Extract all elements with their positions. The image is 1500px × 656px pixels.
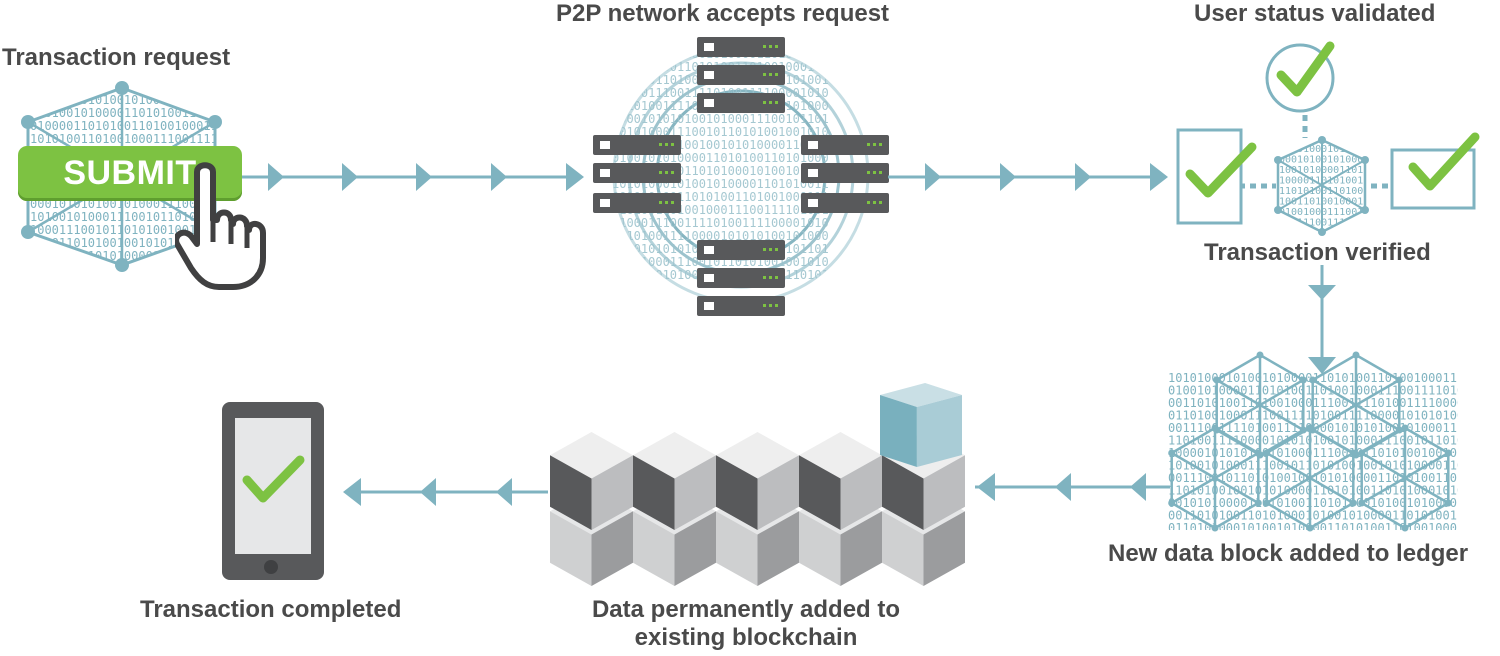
- hand-pointer-icon: [175, 162, 266, 290]
- label-data-permanently-added: Data permanently added to existing block…: [560, 596, 932, 652]
- block-cube: [799, 432, 882, 530]
- label-transaction-verified: Transaction verified: [1204, 239, 1431, 266]
- validation-node: 1010100010100100010100101000100101000011…: [1176, 41, 1480, 236]
- block-cube: [716, 432, 799, 530]
- server-unit: [801, 135, 889, 155]
- block-cube: [633, 432, 716, 530]
- server-unit: [697, 240, 785, 260]
- label-transaction-request: Transaction request: [2, 44, 231, 71]
- label-user-status: User status validated: [1194, 0, 1436, 27]
- arrow-p2p-to-validation: [888, 163, 1168, 191]
- label-line: existing blockchain: [634, 624, 858, 651]
- check-icon: [1276, 41, 1335, 97]
- arrow-request-to-p2p: [242, 163, 584, 191]
- arrow-block-to-chain: [975, 473, 1170, 501]
- server-unit: [697, 296, 785, 316]
- arrow-verified-to-block: [1308, 265, 1336, 374]
- server-unit: [593, 163, 681, 183]
- label-line: Data permanently added to: [591, 596, 901, 623]
- server-unit: [801, 163, 889, 183]
- p2p-network-node: 1010100010100101000011010100110010100001…: [593, 37, 889, 316]
- phone-icon: [222, 402, 324, 580]
- server-unit: [801, 193, 889, 213]
- label-p2p-network: P2P network accepts request: [556, 0, 890, 27]
- new-block-cube: [880, 383, 962, 467]
- new-data-block-cluster: 1010100010100101000011010100110100100011…: [1168, 351, 1471, 535]
- server-unit: [593, 193, 681, 213]
- check-icon: [1408, 132, 1480, 191]
- server-unit: [697, 93, 785, 113]
- block-cube: [550, 432, 633, 530]
- check-icon: [242, 455, 305, 503]
- server-unit: [697, 37, 785, 57]
- binary-texture: 1010100010100101000011010100110100100011…: [1168, 371, 1471, 535]
- label-transaction-completed: Transaction completed: [140, 596, 402, 623]
- server-unit: [697, 268, 785, 288]
- blockchain-cubes: [550, 383, 965, 586]
- server-unit: [593, 135, 681, 155]
- server-unit: [697, 65, 785, 85]
- verify-box-left: [1176, 128, 1243, 225]
- label-new-data-block: New data block added to ledger: [1108, 540, 1469, 567]
- check-icon: [1185, 142, 1257, 198]
- arrow-chain-to-phone: [343, 478, 548, 506]
- server-stacks: [593, 37, 889, 316]
